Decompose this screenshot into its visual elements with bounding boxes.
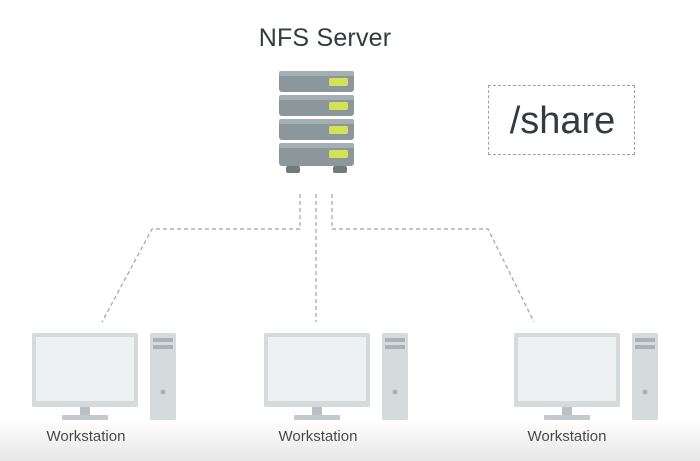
monitor-icon [32, 333, 138, 420]
share-label: /share [509, 100, 616, 142]
server-unit [279, 71, 354, 92]
workstation-1 [32, 333, 176, 420]
monitor-icon [514, 333, 620, 420]
server-unit [279, 143, 354, 166]
workstation-label-3: Workstation [527, 428, 607, 445]
workstation-label-1: Workstation [46, 428, 126, 445]
server-unit [279, 119, 354, 140]
server-unit [279, 95, 354, 116]
workstation-2 [264, 333, 408, 420]
tower-icon [382, 333, 408, 420]
tower-icon [150, 333, 176, 420]
link-right [331, 194, 535, 323]
monitor-icon [264, 333, 370, 420]
server-icon [279, 71, 354, 173]
workstation-label-2: Workstation [278, 428, 358, 445]
tower-icon [632, 333, 658, 420]
workstation-3 [514, 333, 658, 420]
server-title: NFS Server [258, 24, 392, 52]
share-box: /share [488, 85, 635, 155]
link-left [101, 194, 301, 323]
links [101, 194, 535, 323]
